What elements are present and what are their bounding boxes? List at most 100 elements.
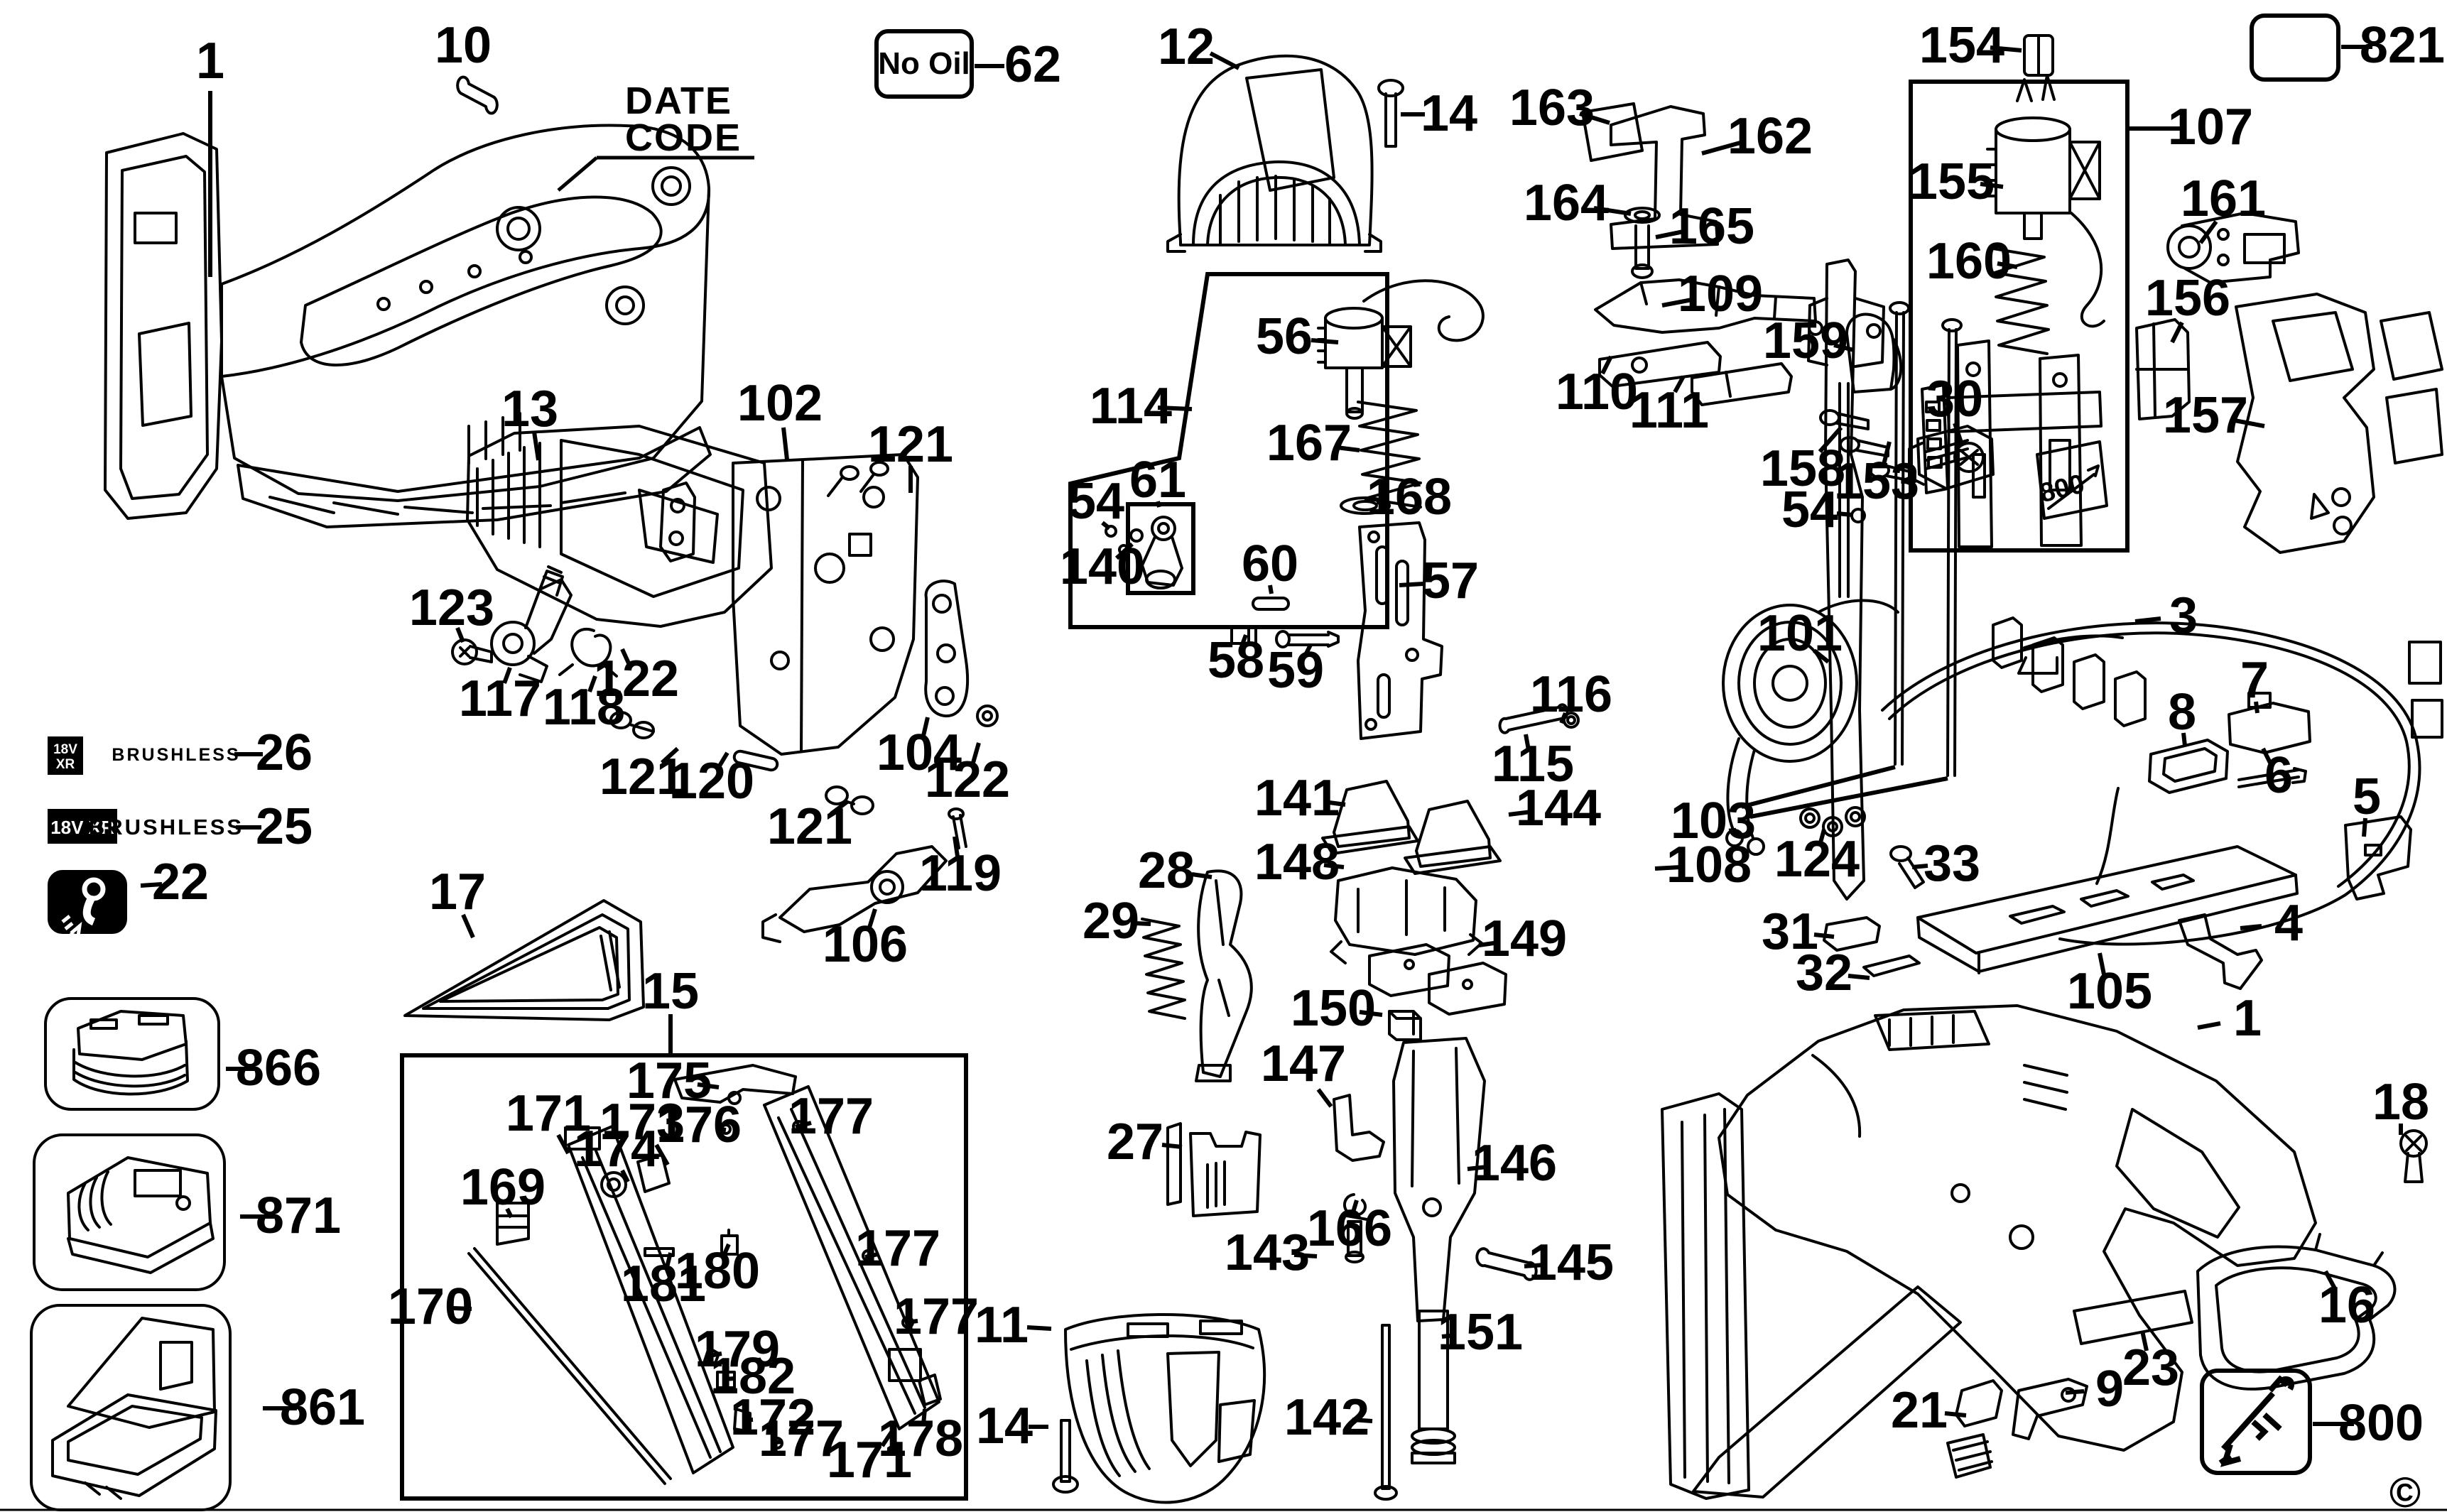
sketch-cap-144 <box>1404 800 1502 875</box>
callout-154: 154 <box>1919 17 2004 74</box>
callout-164: 164 <box>1524 175 1609 232</box>
callout-121: 121 <box>868 416 953 473</box>
sketch-cylinder-154 <box>2023 34 2054 77</box>
callout-155: 155 <box>1909 153 1995 210</box>
callout-175: 175 <box>626 1053 712 1109</box>
callout-29: 29 <box>1083 893 1139 950</box>
callout-59: 59 <box>1267 642 1324 699</box>
callout-162: 162 <box>1727 108 1813 165</box>
date-code-line1: DATE <box>625 80 732 122</box>
sketch-bracket-4 <box>2178 913 2263 990</box>
sketch-spring-clip-118 <box>558 628 618 678</box>
callout-104: 104 <box>877 724 962 781</box>
callout-1: 1 <box>196 33 224 89</box>
leader-line-175 <box>697 1082 720 1089</box>
callout-116: 116 <box>1530 666 1612 723</box>
leader-line-176 <box>715 1126 727 1132</box>
leader-line-170 <box>452 1306 472 1311</box>
callout-22: 22 <box>152 854 209 910</box>
callout-5: 5 <box>2353 768 2381 825</box>
leader-line-27 <box>1161 1143 1183 1149</box>
sketch-plate-102 <box>659 453 919 756</box>
leader-line-111 <box>1673 375 1686 393</box>
callout-163: 163 <box>1509 80 1595 136</box>
sketch-ring-54-left <box>1105 525 1117 538</box>
leader-line-29 <box>1134 921 1151 926</box>
leader-line-121 <box>660 746 680 765</box>
callout-18: 18 <box>2372 1074 2429 1131</box>
sketch-tube-151 <box>1411 1310 1456 1464</box>
leader-line-181 <box>664 1252 673 1271</box>
no-oil-sticker <box>874 29 974 99</box>
callout-60: 60 <box>1242 535 1298 592</box>
callout-169: 169 <box>460 1159 546 1216</box>
callout-141: 141 <box>1254 770 1340 827</box>
leader-line-56 <box>1311 338 1339 344</box>
sketch-screw-33 <box>1889 845 1925 889</box>
sketch-spring-29 <box>1141 918 1186 1020</box>
sketch-pin-10 <box>456 75 499 115</box>
callout-115: 115 <box>1492 736 1574 793</box>
callout-800: 800 <box>2338 1395 2424 1452</box>
callout-4: 4 <box>2274 895 2303 952</box>
sketch-screw-123 <box>451 638 493 665</box>
leader-line-106 <box>867 908 877 928</box>
leader-line-144 <box>1508 810 1532 817</box>
callout-12: 12 <box>1158 18 1215 75</box>
sketch-button-8 <box>2148 739 2229 794</box>
callout-8: 8 <box>2168 684 2196 741</box>
callout-181: 181 <box>621 1256 706 1312</box>
callout-173: 173 <box>599 1094 685 1151</box>
sketch-charger-871 <box>33 1133 226 1291</box>
callout-151: 151 <box>1438 1304 1523 1361</box>
sketch-stator-101 <box>1722 599 1899 856</box>
leader-line-148 <box>1323 863 1345 869</box>
callout-27: 27 <box>1107 1114 1163 1170</box>
callout-172: 172 <box>730 1389 815 1446</box>
leader-line-16 <box>2323 1270 2338 1291</box>
leader-line-17 <box>461 913 475 939</box>
callout-153: 153 <box>1834 453 1919 510</box>
sketch-clamp-13 <box>466 425 773 628</box>
sketch-pinion-56 <box>1317 279 1485 420</box>
callout-28: 28 <box>1138 842 1195 899</box>
callout-30: 30 <box>1926 371 1983 428</box>
callout-54: 54 <box>1068 473 1124 530</box>
leader-line-28 <box>1191 872 1212 879</box>
leader-line-118 <box>587 675 597 693</box>
leader-line2-103 <box>1749 776 1948 819</box>
leader-line-32 <box>1848 974 1870 980</box>
leader-line-157 <box>2234 418 2265 428</box>
callout-171: 171 <box>506 1085 591 1142</box>
callout-1: 1 <box>2233 990 2262 1047</box>
sketch-clip-31 <box>1823 916 1881 952</box>
sketch-pin-143 <box>1345 1220 1364 1263</box>
leader-line-12 <box>1209 51 1240 70</box>
leader-line-120 <box>717 751 729 768</box>
leader-line-31 <box>1813 932 1835 939</box>
sketch-magazine-rails <box>467 1064 942 1485</box>
leader-line-168 <box>1376 498 1389 505</box>
callout-821: 821 <box>2360 17 2445 74</box>
callout-54: 54 <box>1781 482 1838 538</box>
brushless-text-large: BRUSHLESS <box>89 815 244 839</box>
sketch-lever-9 <box>2012 1378 2088 1440</box>
callout-123: 123 <box>409 580 494 636</box>
callout-15: 15 <box>642 963 699 1020</box>
detail-box-107 <box>1909 80 2129 553</box>
callout-56: 56 <box>1256 308 1313 365</box>
sketch-pad-5 <box>2344 815 2412 901</box>
callout-21: 21 <box>1891 1382 1948 1439</box>
leader-line-54 <box>1836 511 1853 517</box>
sketch-clip-147 <box>1333 1094 1385 1162</box>
sketch-screw-14-top <box>1377 79 1404 148</box>
callout-105: 105 <box>2067 963 2152 1020</box>
leader-line-105 <box>2098 952 2106 975</box>
callout-58: 58 <box>1208 632 1264 689</box>
leader-line-102 <box>781 427 789 460</box>
callout-13: 13 <box>501 381 558 437</box>
sketch-solenoid-30 <box>1908 425 1995 490</box>
callout-11: 11 <box>975 1297 1029 1354</box>
sketch-lever-28 <box>1195 869 1253 1082</box>
leader-line-119 <box>953 836 960 857</box>
